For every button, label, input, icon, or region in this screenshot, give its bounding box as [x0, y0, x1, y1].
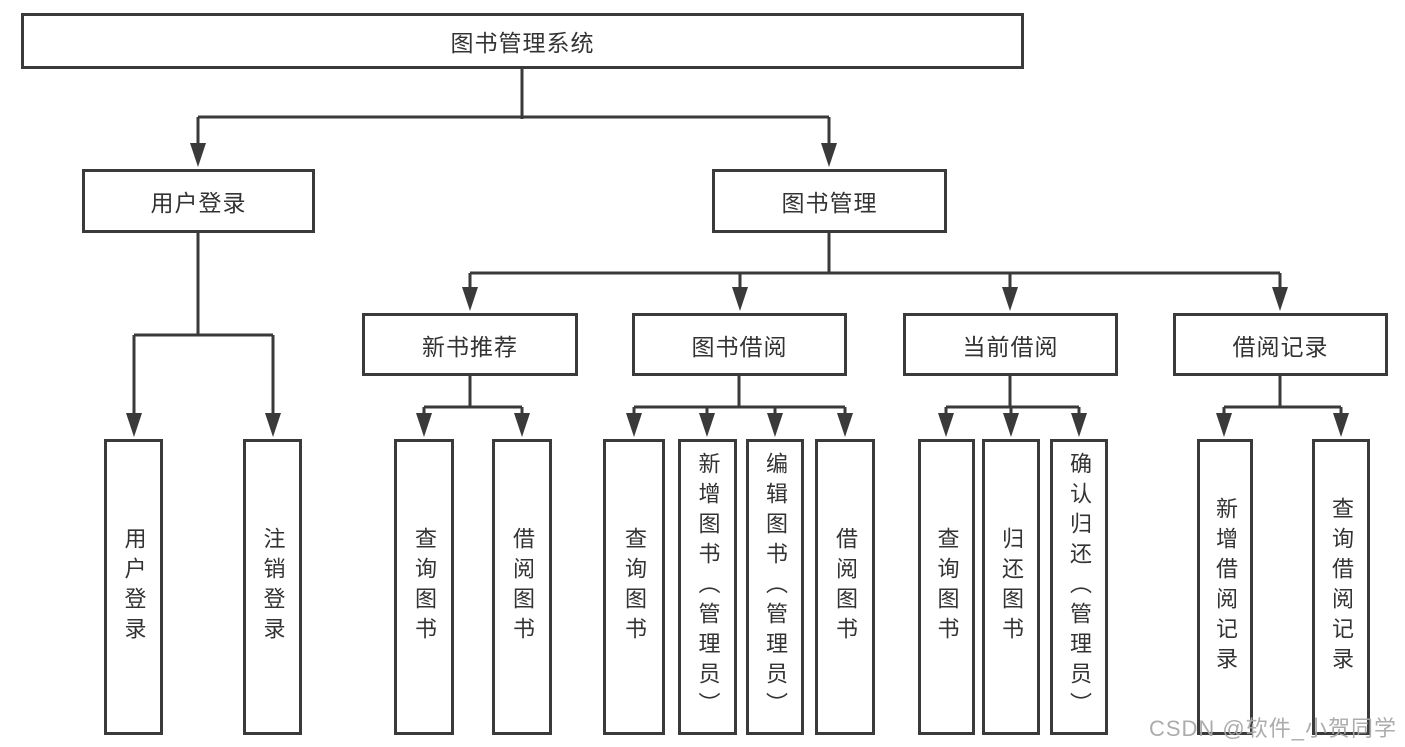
leaf-edit-book-admin: 编辑图书（管理员）	[746, 439, 804, 735]
leaf-return-book: 归还图书	[982, 439, 1040, 735]
leaf-add-borrow-record-label: 新增借阅记录	[1213, 497, 1238, 677]
node-current-borrow-label: 当前借阅	[962, 333, 1059, 360]
leaf-add-borrow-record: 新增借阅记录	[1197, 439, 1253, 735]
leaf-user-login-label: 用户登录	[121, 527, 147, 647]
node-root: 图书管理系统	[21, 13, 1024, 69]
leaf-query-book-3: 查询图书	[918, 439, 975, 735]
leaf-return-book-label: 归还图书	[999, 527, 1024, 647]
leaf-edit-book-admin-label: 编辑图书（管理员）	[763, 452, 788, 722]
node-new-book-recommend: 新书推荐	[362, 313, 578, 376]
node-new-book-recommend-label: 新书推荐	[422, 333, 518, 360]
node-user-login: 用户登录	[82, 169, 315, 233]
leaf-add-book-admin: 新增图书（管理员）	[678, 439, 737, 735]
leaf-query-book-2: 查询图书	[603, 439, 665, 735]
leaf-user-login: 用户登录	[104, 439, 163, 735]
leaf-logout-login: 注销登录	[243, 439, 302, 735]
leaf-query-book-3-label: 查询图书	[934, 527, 960, 647]
csdn-watermark: CSDN @软件_小贺同学	[1148, 716, 1397, 741]
leaf-borrow-book-1-label: 借阅图书	[510, 527, 535, 647]
leaf-query-book-1-label: 查询图书	[412, 527, 437, 647]
leaf-add-book-admin-label: 新增图书（管理员）	[695, 452, 721, 722]
leaf-borrow-book-1: 借阅图书	[492, 439, 552, 735]
leaf-query-book-1: 查询图书	[394, 439, 454, 735]
leaf-query-book-2-label: 查询图书	[622, 527, 647, 647]
node-root-label: 图书管理系统	[450, 30, 595, 56]
leaf-query-borrow-record-label: 查询借阅记录	[1329, 497, 1354, 677]
node-borrow-records: 借阅记录	[1173, 313, 1388, 376]
node-book-management: 图书管理	[712, 169, 947, 233]
node-book-borrow-label: 图书借阅	[691, 333, 788, 360]
leaf-query-borrow-record: 查询借阅记录	[1312, 439, 1370, 735]
node-book-borrow: 图书借阅	[632, 313, 847, 376]
node-book-management-label: 图书管理	[781, 190, 878, 216]
leaf-logout-login-label: 注销登录	[260, 527, 286, 647]
leaf-confirm-return-admin-label: 确认归还（管理员）	[1067, 452, 1092, 722]
arrowheads	[126, 143, 1349, 437]
leaf-confirm-return-admin: 确认归还（管理员）	[1050, 439, 1108, 735]
node-user-login-label: 用户登录	[150, 190, 247, 216]
node-current-borrow: 当前借阅	[903, 313, 1118, 376]
leaf-borrow-book-2-label: 借阅图书	[833, 527, 858, 647]
node-borrow-records-label: 借阅记录	[1232, 333, 1329, 360]
leaf-borrow-book-2: 借阅图书	[815, 439, 875, 735]
